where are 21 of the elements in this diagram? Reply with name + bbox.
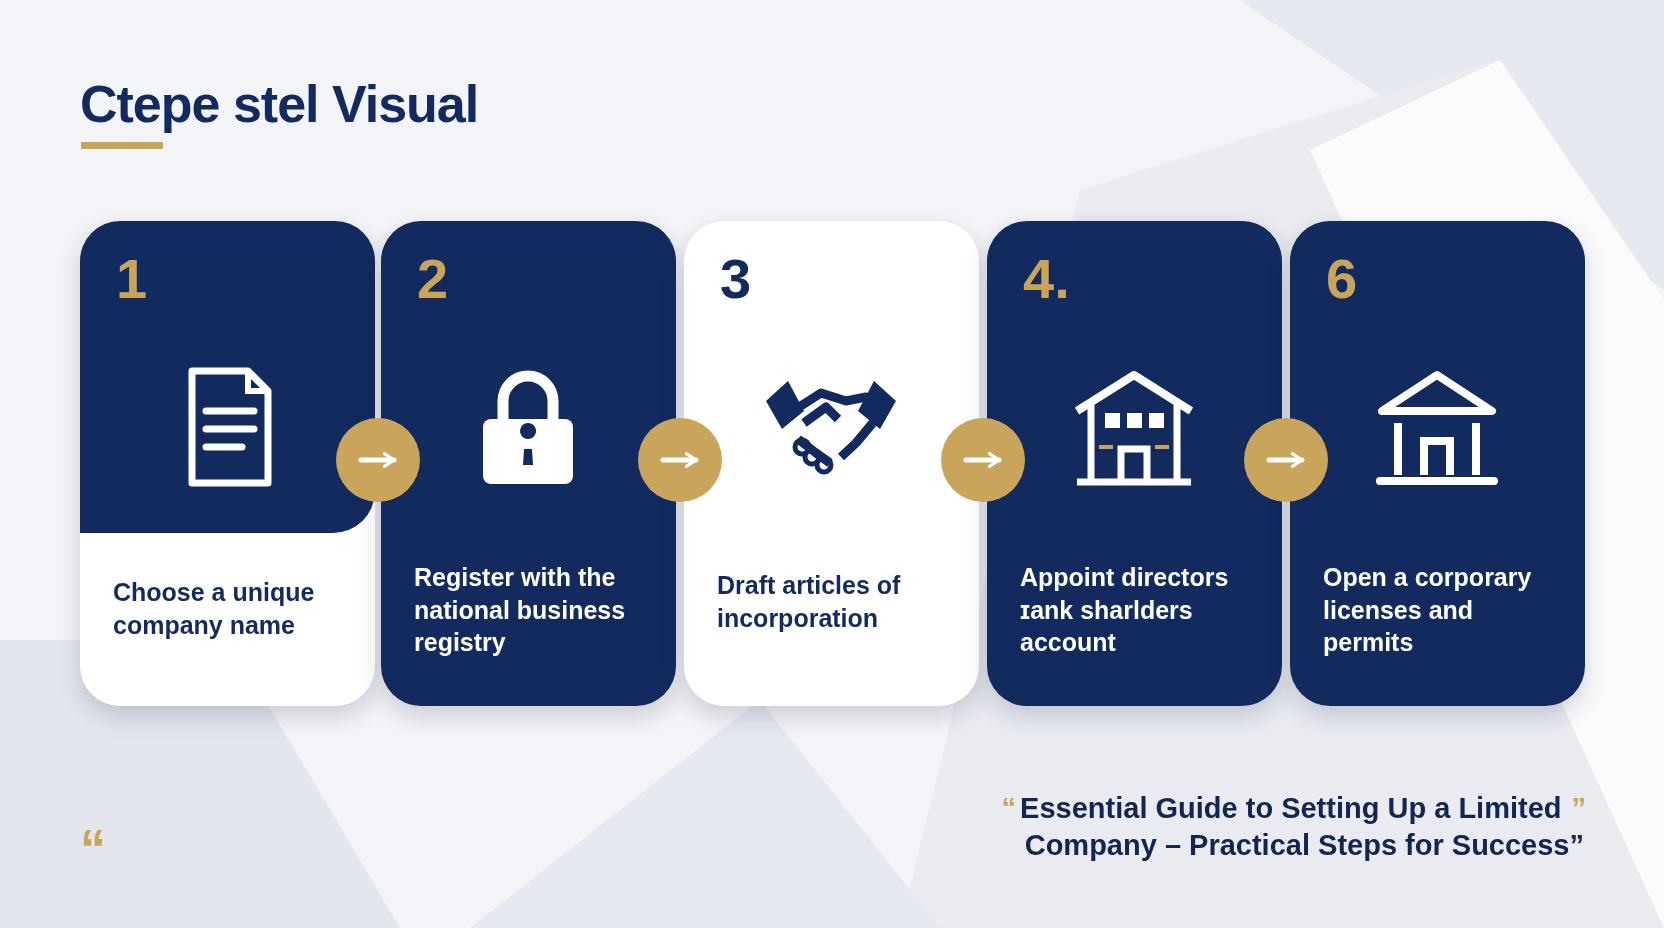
step-number: 3 [720, 251, 752, 307]
step-card [987, 221, 1282, 706]
quote-mark: “ [1001, 792, 1017, 825]
step-card [1290, 221, 1585, 706]
step-number: 2 [417, 251, 449, 307]
step-number: 1 [116, 251, 148, 307]
step-number: 6 [1326, 251, 1358, 307]
step-description: Open a corporary licenses and permits [1323, 562, 1533, 658]
step-card [381, 221, 676, 706]
quote-mark: “ [80, 822, 106, 874]
quote-mark: ” [1571, 792, 1586, 825]
step-description: Draft articles of incorporation [717, 570, 902, 634]
step-card [684, 221, 979, 706]
quote-text: Essential Guide to Setting Up a Limited [1020, 792, 1562, 825]
step-description: Register with the national business registry [414, 562, 627, 658]
step-description: Appoint directors ɪank sharlders account [1020, 562, 1230, 658]
step-card [80, 221, 375, 706]
step-description: Choose a unique company name [113, 577, 316, 641]
step-number: 4. [1023, 251, 1070, 307]
title: Ctepe stel Visual [80, 74, 479, 134]
quote-text: Company – Practical Steps for Success” [1024, 829, 1584, 862]
